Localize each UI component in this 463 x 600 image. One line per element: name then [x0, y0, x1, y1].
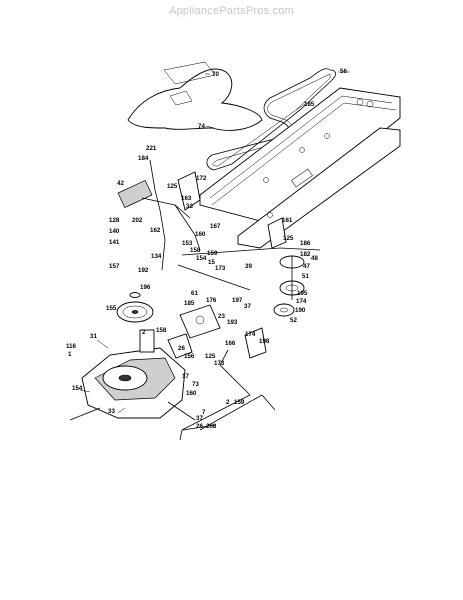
callout-label: 174 — [245, 331, 256, 338]
callout-label: 31 — [90, 333, 97, 340]
callout-label: 74 — [198, 123, 205, 130]
callout-label: 185 — [304, 101, 315, 108]
callout-label: 26 — [196, 423, 203, 430]
callout-label: 116 — [66, 343, 77, 350]
callout-label: 196 — [140, 284, 151, 291]
callout-labels: 70 56 74 185 221 184 172 42 125 163 33 1… — [66, 68, 347, 430]
callout-label: 221 — [146, 145, 157, 152]
callout-label: 125 — [205, 353, 216, 360]
callout-label: 2 — [226, 399, 230, 406]
callout-label: 198 — [259, 338, 270, 345]
callout-label: 186 — [300, 240, 311, 247]
callout-label: 153 — [182, 240, 193, 247]
callout-label: 125 — [167, 183, 178, 190]
callout-label: 202 — [132, 217, 143, 224]
callout-label: 154 — [196, 255, 207, 262]
callout-label: 33 — [108, 408, 115, 415]
callout-label: 39 — [245, 263, 252, 270]
callout-label: 128 — [109, 217, 120, 224]
callout-label: 208 — [206, 423, 217, 430]
callout-label: 47 — [303, 263, 310, 270]
transmission-pulley — [116, 292, 154, 323]
callout-label: 157 — [109, 263, 120, 270]
callout-label: 195 — [297, 290, 308, 297]
callout-label: 140 — [109, 228, 120, 235]
callout-label: 2 — [142, 329, 146, 336]
callout-label: 167 — [210, 223, 221, 230]
callout-label: 42 — [117, 180, 124, 187]
callout-label: 141 — [109, 239, 120, 246]
callout-label: 173 — [215, 265, 226, 272]
linkage-rods — [149, 159, 321, 441]
site-watermark: AppliancePartsPros.com — [169, 5, 294, 17]
callout-label: 17 — [182, 373, 189, 380]
callout-label: 70 — [212, 71, 219, 78]
leader-lines — [79, 71, 350, 414]
callout-label: 166 — [225, 340, 236, 347]
callout-label: 56 — [340, 68, 347, 75]
callout-label: 158 — [156, 327, 167, 334]
bracket-part — [177, 171, 287, 359]
idler-pulleys — [273, 255, 305, 317]
callout-label: 176 — [206, 297, 217, 304]
callout-label: 33 — [186, 203, 193, 210]
callout-label: 174 — [296, 298, 307, 305]
callout-label: 161 — [282, 217, 293, 224]
callout-label: 26 — [178, 345, 185, 352]
callout-label: 61 — [191, 290, 198, 297]
shift-bracket — [167, 304, 221, 359]
callout-label: 125 — [283, 235, 294, 242]
callout-label: 154 — [72, 385, 83, 392]
callout-label: 173 — [214, 360, 225, 367]
callout-label: 182 — [300, 251, 311, 258]
callout-label: 48 — [311, 255, 318, 262]
callout-label: 172 — [196, 175, 207, 182]
callout-label: 37 — [196, 415, 203, 422]
callout-label: 197 — [232, 297, 243, 304]
callout-label: 184 — [138, 155, 149, 162]
callout-label: 52 — [290, 317, 297, 324]
callout-label: 159 — [207, 250, 218, 257]
callout-label: 1 — [68, 351, 72, 358]
callout-label: 51 — [302, 273, 309, 280]
transaxle-part — [69, 329, 196, 421]
callout-label: 7 — [202, 409, 206, 416]
callout-label: 160 — [186, 390, 197, 397]
callout-label: 158 — [190, 247, 201, 254]
callout-label: 193 — [227, 319, 238, 326]
callout-label: 156 — [184, 353, 195, 360]
fender-part — [127, 61, 263, 131]
callout-label: 163 — [181, 195, 192, 202]
callout-label: 134 — [151, 253, 162, 260]
callout-label: 15 — [208, 259, 215, 266]
callout-label: 37 — [244, 303, 251, 310]
callout-label: 162 — [150, 227, 161, 234]
callout-label: 159 — [234, 399, 245, 406]
callout-label: 160 — [195, 231, 206, 238]
axle-rod — [182, 394, 276, 431]
frame-part — [199, 87, 401, 249]
callout-label: 185 — [184, 300, 195, 307]
callout-label: 190 — [295, 307, 306, 314]
callout-label: 73 — [192, 381, 199, 388]
callout-label: 23 — [218, 313, 225, 320]
callout-label: 192 — [138, 267, 149, 274]
callout-label: 155 — [106, 305, 117, 312]
